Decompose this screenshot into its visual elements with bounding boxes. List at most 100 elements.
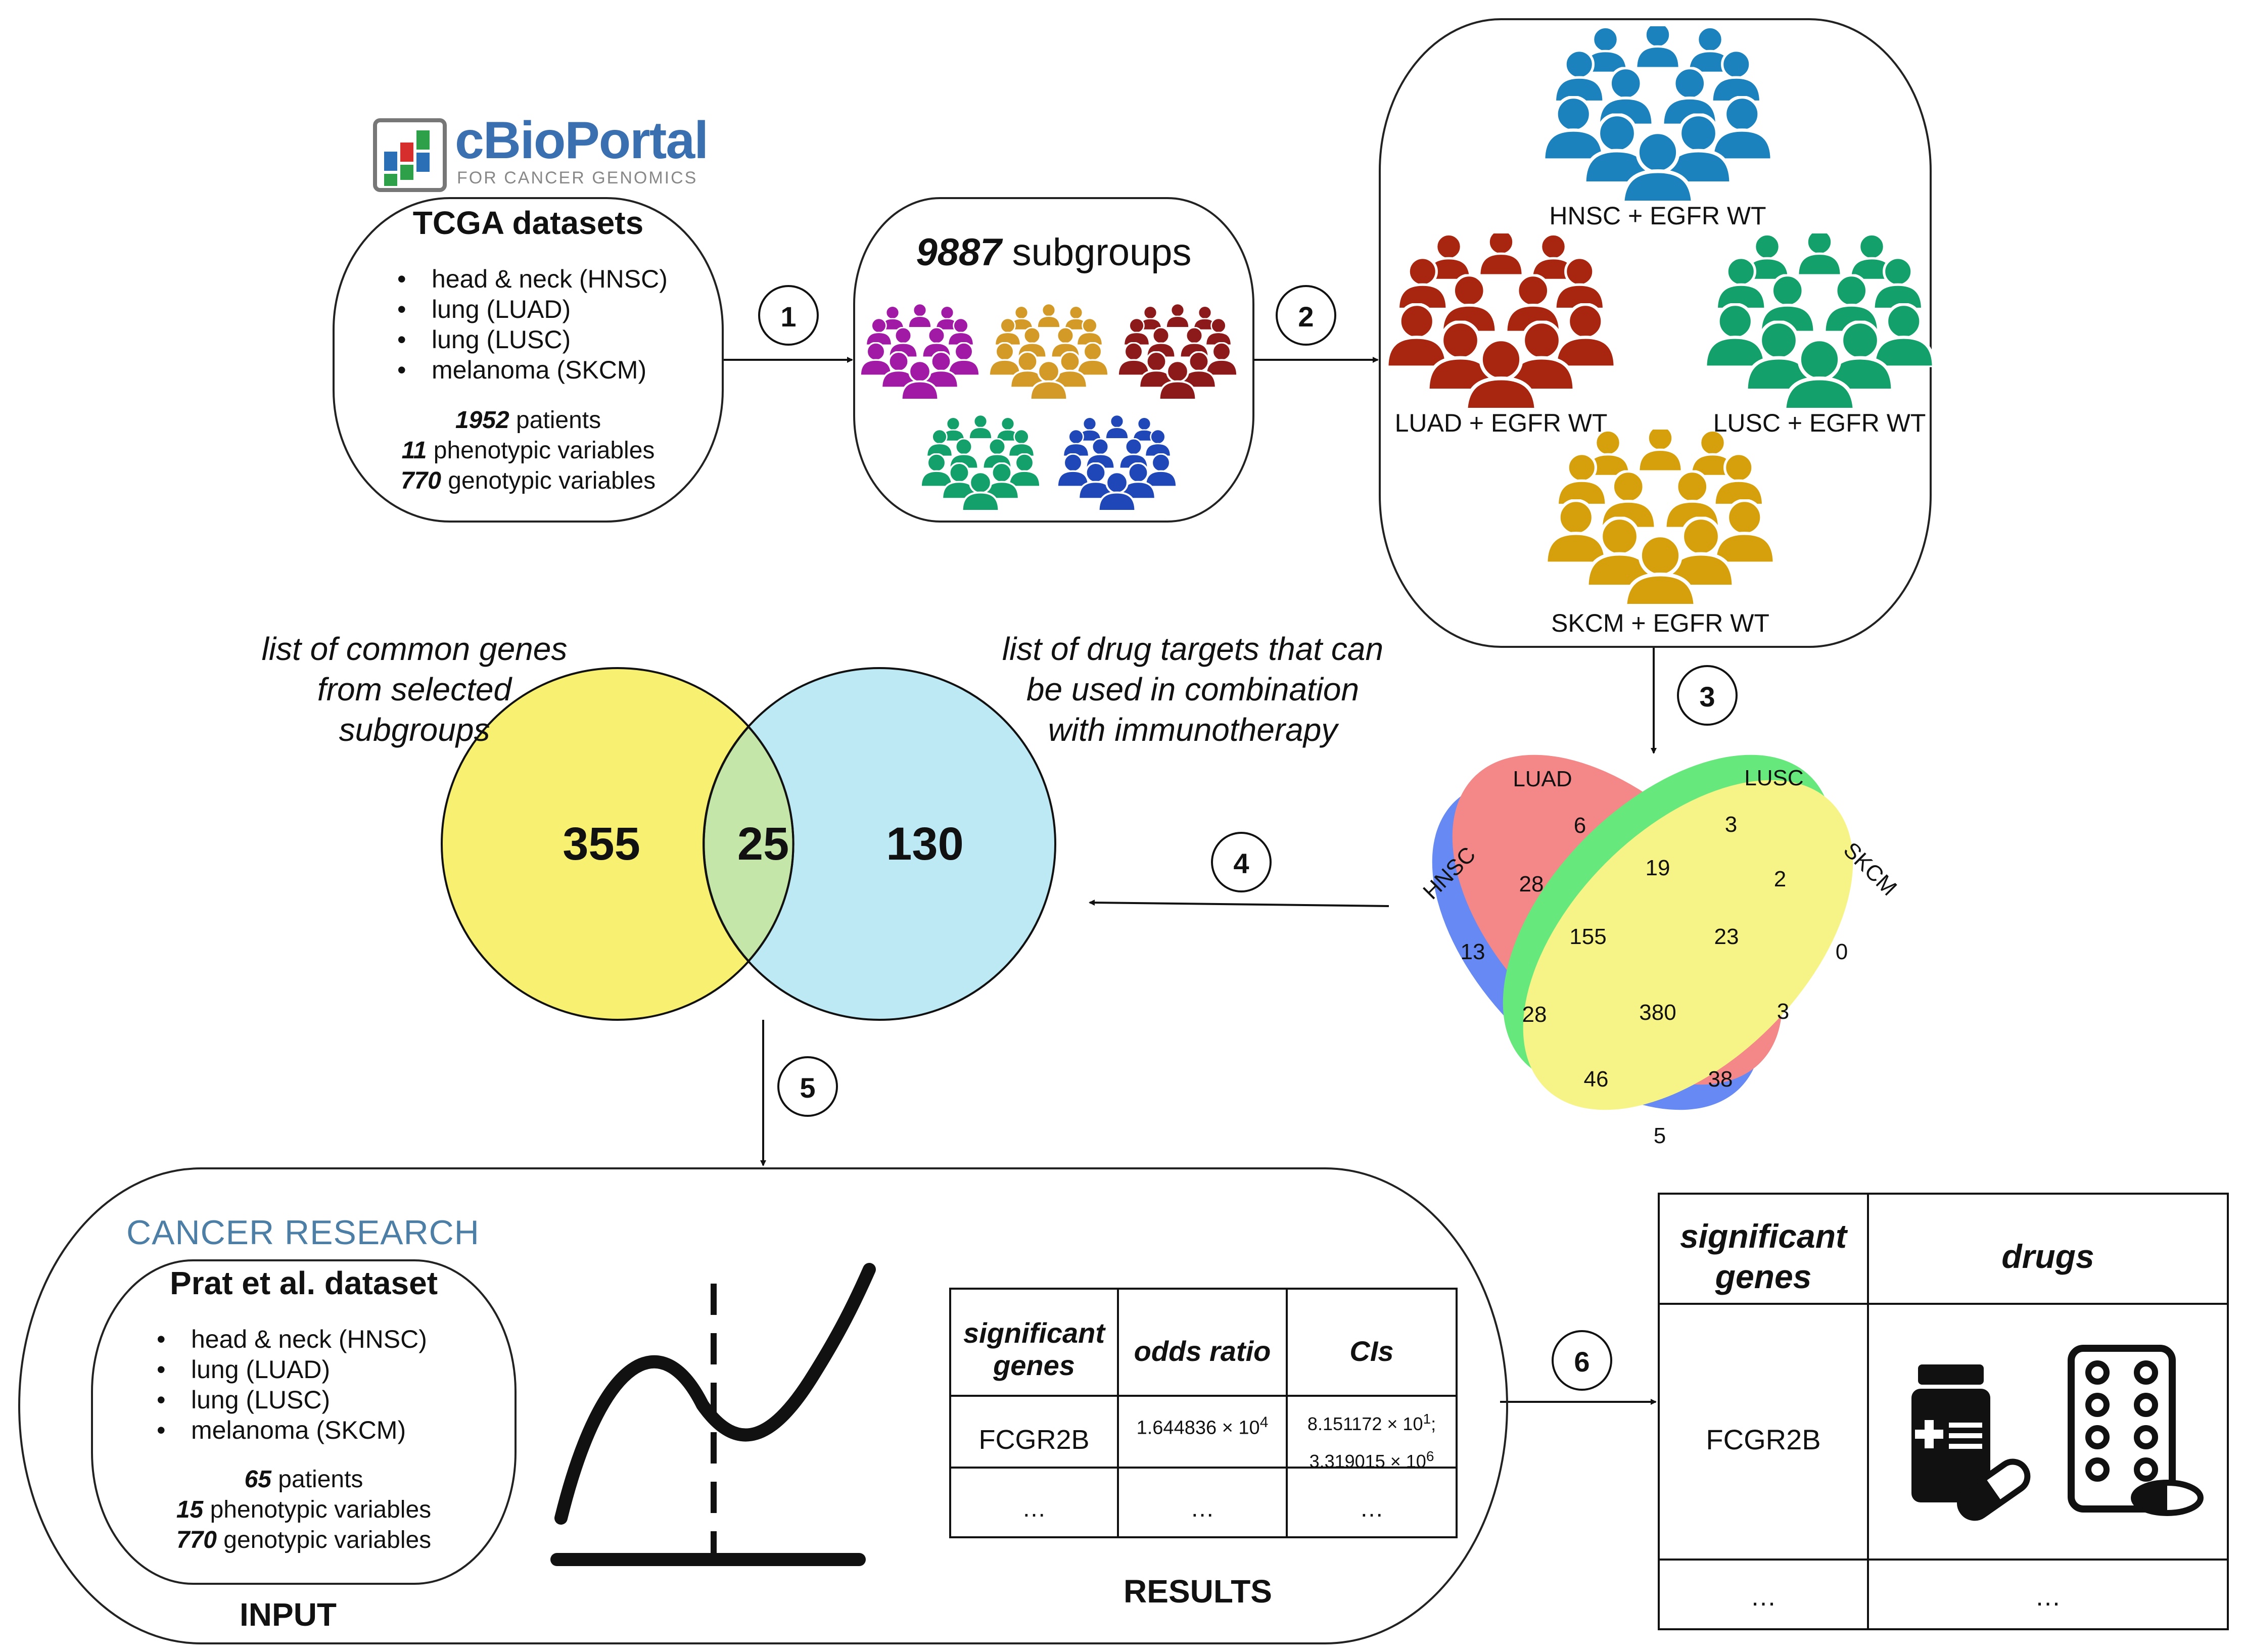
step-3-circle xyxy=(1677,665,1738,726)
results-gene: FCGR2B xyxy=(978,1425,1090,1455)
tcga-patients-label: patients xyxy=(516,407,601,434)
drug-ellipsis: … xyxy=(2035,1582,2061,1612)
tcga-patients-count: 1952 xyxy=(455,407,509,434)
venn-right-caption: list of drug targets that can be used in… xyxy=(960,629,1425,750)
venn4-value: 3 xyxy=(1725,812,1737,837)
venn4-value-labels: 6 3 28 19 2 13 155 23 0 28 380 3 46 38 5 xyxy=(1461,812,1848,1148)
tcga-cancer-item: melanoma (SKCM) xyxy=(397,355,668,385)
tcga-cancer-list: head & neck (HNSC) lung (LUAD) lung (LUS… xyxy=(397,264,668,385)
subgroups-count: 9887 xyxy=(916,231,1002,274)
venn-left-caption-line: subgroups xyxy=(339,712,490,748)
results-odds: 1.644836 × 104 xyxy=(1118,1414,1287,1439)
egfr-lusc-label: LUSC + EGFR WT xyxy=(1713,409,1926,437)
cancer-research-logo: CANCER RESEARCH xyxy=(126,1213,480,1252)
results-header-genes: significant genes xyxy=(963,1317,1105,1381)
venn-left-value: 355 xyxy=(563,818,640,870)
prat-cancer-item: head & neck (HNSC) xyxy=(157,1324,427,1354)
subgroups-label: subgroups xyxy=(1012,231,1192,274)
results-table-grid xyxy=(949,1288,1458,1538)
medicine-bottle-icon xyxy=(1911,1364,2031,1521)
venn4-skcm xyxy=(1523,780,1853,1110)
step-1-label: 1 xyxy=(780,301,797,333)
venn4-value: 3 xyxy=(1777,999,1789,1024)
step-1-circle xyxy=(758,285,819,346)
input-label: INPUT xyxy=(240,1596,337,1633)
tcga-phen-label: phenotypic variables xyxy=(433,437,655,464)
venn-four-set xyxy=(1432,754,1853,1110)
ci-high-exp: 6 xyxy=(1426,1448,1434,1464)
venn-overlap-value: 25 xyxy=(737,818,789,870)
venn4-value: 19 xyxy=(1646,856,1670,880)
egfr-hnsc-label: HNSC + EGFR WT xyxy=(1549,202,1766,230)
step-2-label: 2 xyxy=(1298,301,1314,333)
prat-phen-label: phenotypic variables xyxy=(210,1496,432,1523)
venn-left-caption: list of common genes from selected subgr… xyxy=(227,629,601,750)
arrow-step-4 xyxy=(1089,900,1389,907)
prat-patients-count: 65 xyxy=(244,1466,271,1493)
prat-gen-label: genotypic variables xyxy=(223,1527,432,1553)
prat-cancer-item: melanoma (SKCM) xyxy=(157,1415,427,1445)
venn-right-caption-line: with immunotherapy xyxy=(1048,712,1338,748)
drug-header-genes: significant genes xyxy=(1679,1217,1847,1295)
cbioportal-name: cBioPortal xyxy=(455,111,709,170)
results-ellipsis: … xyxy=(1190,1495,1214,1522)
venn4-value: 38 xyxy=(1708,1067,1733,1092)
prat-stats: 65 patients 15 phenotypic variables 770 … xyxy=(92,1465,516,1555)
prat-phen-count: 15 xyxy=(176,1496,204,1523)
venn4-value: 5 xyxy=(1654,1123,1666,1148)
venn-right-caption-line: be used in combination xyxy=(1026,671,1360,707)
prat-cancer-item: lung (LUSC) xyxy=(157,1385,427,1415)
prat-cancer-item: lung (LUAD) xyxy=(157,1354,427,1385)
drug-table-grid xyxy=(1658,1193,2229,1630)
venn-right-value: 130 xyxy=(886,818,964,870)
prat-cancer-list: head & neck (HNSC) lung (LUAD) lung (LUS… xyxy=(157,1324,427,1445)
step-5-circle xyxy=(777,1056,838,1117)
step-2-circle xyxy=(1276,285,1336,346)
venn4-value: 155 xyxy=(1569,924,1606,949)
prat-outer-box xyxy=(18,1167,1508,1644)
ci-separator: ; xyxy=(1431,1413,1436,1434)
results-header-odds: odds ratio xyxy=(1134,1335,1271,1367)
drug-ellipsis: … xyxy=(1750,1582,1777,1612)
venn-right-caption-line: list of drug targets that can xyxy=(1002,631,1384,667)
venn4-value: 46 xyxy=(1584,1067,1609,1092)
ci-low-exp: 1 xyxy=(1423,1411,1431,1427)
egfr-groups-box xyxy=(1379,18,1932,648)
venn4-label-lusc: LUSC xyxy=(1744,766,1803,790)
results-header-cis: CIs xyxy=(1349,1335,1394,1367)
tcga-stats: 1952 patients 11 phenotypic variables 77… xyxy=(334,405,723,496)
prat-patients-label: patients xyxy=(278,1466,363,1493)
venn-left-caption-line: from selected xyxy=(317,671,512,707)
prat-gen-count: 770 xyxy=(176,1527,217,1553)
tcga-title: TCGA datasets xyxy=(412,205,644,241)
tcga-gen-count: 770 xyxy=(400,467,441,494)
venn4-label-luad: LUAD xyxy=(1513,767,1572,791)
pill-blister-icon xyxy=(2068,1345,2204,1516)
venn4-value: 380 xyxy=(1639,1000,1676,1025)
step-3-label: 3 xyxy=(1699,681,1715,713)
tcga-cancer-item: head & neck (HNSC) xyxy=(397,264,668,294)
egfr-luad-label: LUAD + EGFR WT xyxy=(1394,409,1608,437)
ci-high-base: 3.319015 × 10 xyxy=(1309,1451,1426,1472)
venn-two-set xyxy=(441,667,1056,1021)
curve-plot-icon xyxy=(550,1263,876,1566)
venn4-value: 28 xyxy=(1519,872,1544,896)
venn4-value: 2 xyxy=(1774,867,1786,891)
results-cis: 8.151172 × 101; 3.319015 × 106 xyxy=(1287,1403,1457,1478)
step-5-label: 5 xyxy=(800,1072,816,1104)
venn4-value: 6 xyxy=(1574,813,1586,838)
cbioportal-logo-icon xyxy=(373,118,447,192)
tcga-cancer-item: lung (LUAD) xyxy=(397,294,668,324)
step-4-label: 4 xyxy=(1233,847,1249,879)
cbioportal-logo: cBioPortal FOR CANCER GENOMICS xyxy=(455,111,709,188)
step-6-circle xyxy=(1552,1330,1612,1391)
tcga-phen-count: 11 xyxy=(401,437,427,464)
subgroups-title: 9887 subgroups xyxy=(854,230,1253,274)
venn4-value: 13 xyxy=(1461,939,1485,964)
drug-gene: FCGR2B xyxy=(1706,1424,1821,1455)
cbioportal-tagline: FOR CANCER GENOMICS xyxy=(457,168,698,187)
tcga-cancer-item: lung (LUSC) xyxy=(397,324,668,355)
step-6-label: 6 xyxy=(1574,1346,1590,1378)
odds-exp: 4 xyxy=(1259,1414,1269,1431)
venn4-value: 23 xyxy=(1714,924,1739,949)
